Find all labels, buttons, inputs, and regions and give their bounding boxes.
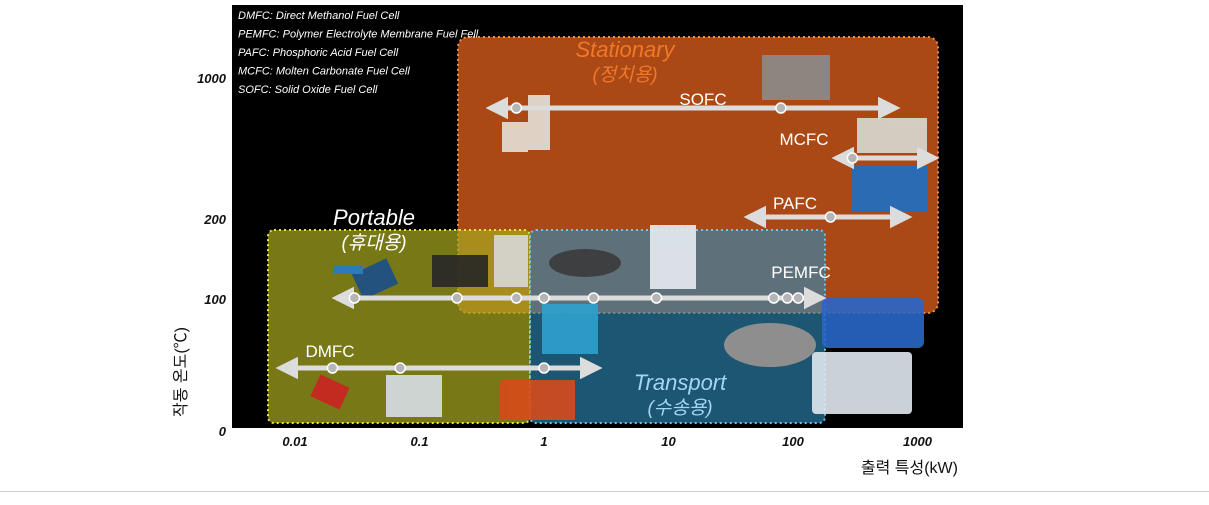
series-point-dmfc: [538, 362, 550, 374]
y-axis-title: 작동 온도(℃): [172, 327, 190, 417]
region-subtitle-transport: (수송용): [647, 398, 712, 419]
sofc-home-unit-small-image: [502, 122, 528, 152]
portable-unit-image: [494, 235, 528, 287]
legend-entry: MCFC: Molten Carbonate Fuel Cell: [238, 66, 410, 78]
hydrogen-car-image: [724, 323, 816, 367]
series-label-dmfc: DMFC: [305, 342, 354, 361]
series-point-pemfc: [538, 292, 550, 304]
x-tick-label: 1000: [903, 434, 933, 449]
series-point-pemfc: [792, 292, 804, 304]
x-axis-ticks: 0.01 0.1 1 10 100 1000: [282, 434, 932, 449]
series-point-pemfc: [451, 292, 463, 304]
y-tick-label: 100: [204, 292, 226, 307]
series-point-dmfc: [326, 362, 339, 374]
legend-entry: PAFC: Phosphoric Acid Fuel Cell: [238, 47, 399, 59]
x-tick-label: 0.1: [410, 434, 428, 449]
pemfc-stationary-unit-image: [650, 225, 696, 289]
sofc-home-unit-image: [528, 95, 550, 150]
legend-entry: DMFC: Direct Methanol Fuel Cell: [238, 10, 400, 22]
series-point-pemfc: [650, 292, 663, 304]
product-illustrations: [310, 55, 928, 420]
mcfc-plant-image: [857, 118, 927, 153]
hydrogen-bus-image: [822, 298, 924, 348]
y-axis-ticks: 0 100 200 1000: [197, 71, 227, 439]
y-tick-label: 0: [219, 424, 227, 439]
series-layer: SOFC MCFC PAFC PEMFC DMFC: [275, 90, 940, 380]
x-tick-label: 10: [661, 434, 676, 449]
series-label-mcfc: MCFC: [779, 130, 828, 149]
series-point-mcfc: [846, 152, 859, 164]
forklift-image: [542, 304, 598, 354]
series-point-dmfc: [394, 362, 406, 374]
region-subtitle-stationary: (정치용): [592, 65, 657, 86]
legend-entry: SOFC: Solid Oxide Fuel Cell: [238, 84, 378, 96]
y-tick-label: 1000: [197, 71, 227, 86]
series-point-pemfc: [587, 292, 600, 304]
series-label-pemfc: PEMFC: [771, 263, 831, 282]
x-tick-label: 1: [540, 434, 547, 449]
series-point-pemfc: [510, 292, 523, 304]
footer-divider: [0, 491, 1209, 492]
x-tick-label: 0.01: [282, 434, 307, 449]
x-tick-label: 100: [782, 434, 804, 449]
series-point-pemfc: [781, 292, 794, 304]
y-tick-label: 200: [203, 212, 226, 227]
series-point-sofc: [775, 102, 787, 114]
series-point-pemfc: [767, 292, 780, 304]
region-title-portable: Portable: [333, 205, 415, 230]
dmfc-small-device-image: [310, 374, 350, 410]
dmfc-unit-image: [386, 375, 442, 417]
legend-entry: PEMFC: Polymer Electrolyte Membrane Fuel…: [238, 29, 479, 41]
hydrogen-truck-image: [812, 352, 912, 414]
region-subtitle-portable: (휴대용): [341, 233, 406, 254]
series-point-pemfc: [348, 292, 361, 304]
battery-stick-image: [333, 266, 363, 274]
region-title-transport: Transport: [634, 370, 727, 395]
region-titles: Stationary (정치용) Portable (휴대용) Transport (수송…: [333, 37, 727, 419]
series-label-sofc: SOFC: [679, 90, 726, 109]
pallet-truck-image: [500, 380, 575, 420]
generator-box-image: [432, 255, 488, 287]
pafc-container-image: [852, 166, 928, 212]
x-axis-title: 출력 특성(kW): [861, 459, 958, 477]
drone-image: [549, 249, 621, 277]
series-point-pafc: [824, 211, 837, 223]
series-point-sofc: [510, 102, 523, 114]
sofc-plant-image: [762, 55, 830, 100]
region-title-stationary: Stationary: [575, 37, 676, 62]
series-label-pafc: PAFC: [773, 194, 817, 213]
